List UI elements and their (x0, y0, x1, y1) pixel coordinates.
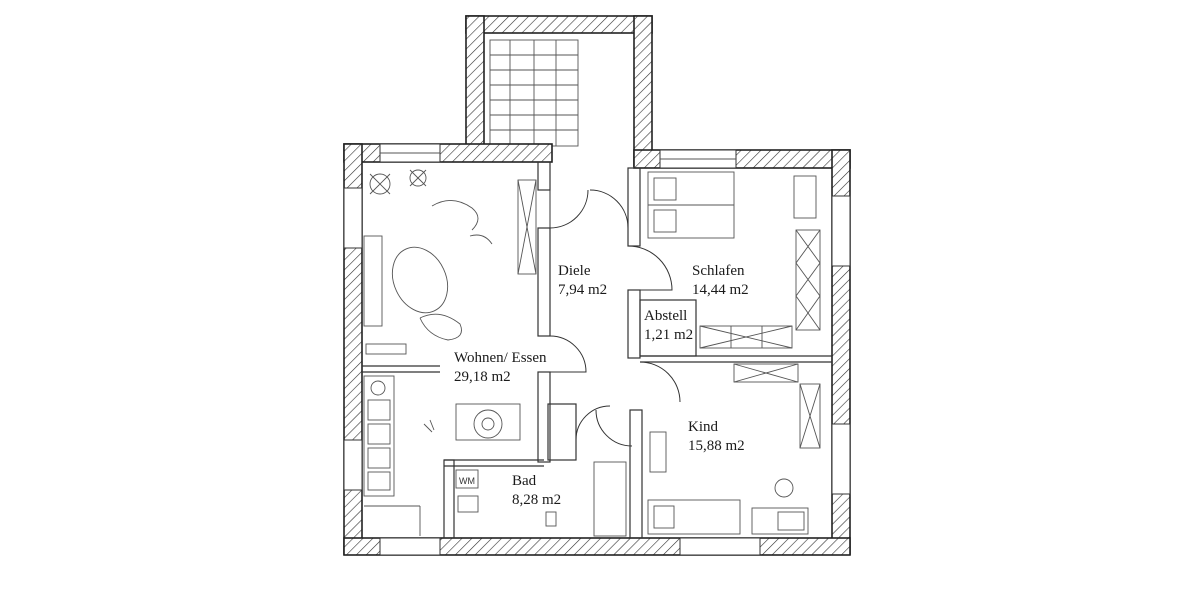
plant-icon (369, 169, 427, 195)
kids-shelf (733, 363, 821, 449)
room-area-wohnen: 29,18 m2 (454, 369, 511, 385)
room-area-abstell: 1,21 m2 (644, 327, 693, 343)
room-area-kind: 15,88 m2 (688, 438, 745, 454)
coffee-table (455, 403, 521, 441)
room-name-schlafen: Schlafen (692, 263, 745, 279)
room-name-bad: Bad (512, 473, 537, 489)
dresser (699, 325, 793, 349)
room-area-schlafen: 14,44 m2 (692, 282, 749, 298)
washing-machine-icon: WM (455, 469, 479, 489)
room-area-bad: 8,28 m2 (512, 492, 561, 508)
double-bed (647, 171, 735, 239)
furniture: WM (363, 169, 821, 537)
staircase-steps (489, 39, 579, 147)
bathtub (593, 461, 627, 537)
chair-icon (774, 478, 794, 498)
sofa-icon (431, 200, 479, 231)
shelf-unit (517, 179, 537, 275)
room-area-diele: 7,94 m2 (558, 282, 607, 298)
room-name-wohnen: Wohnen/ Essen (454, 350, 547, 366)
washing-machine-label: WM (459, 476, 475, 486)
wardrobe (795, 229, 821, 331)
room-name-diele: Diele (558, 263, 591, 279)
room-name-abstell: Abstell (644, 308, 687, 324)
kitchen-counter (363, 375, 395, 497)
interior-walls (362, 161, 832, 539)
windows (343, 143, 851, 556)
chair-icon (419, 313, 462, 341)
toilet-icon (545, 511, 557, 527)
dining-table (391, 246, 449, 314)
room-labels: Diele 7,94 m2 Schlafen 14,44 m2 Abstell … (454, 263, 749, 508)
kids-desk (649, 431, 667, 473)
room-name-kind: Kind (688, 419, 719, 435)
stairwell (465, 15, 653, 167)
outer-walls (343, 143, 851, 556)
doors (549, 189, 681, 447)
kids-bed (647, 499, 741, 535)
